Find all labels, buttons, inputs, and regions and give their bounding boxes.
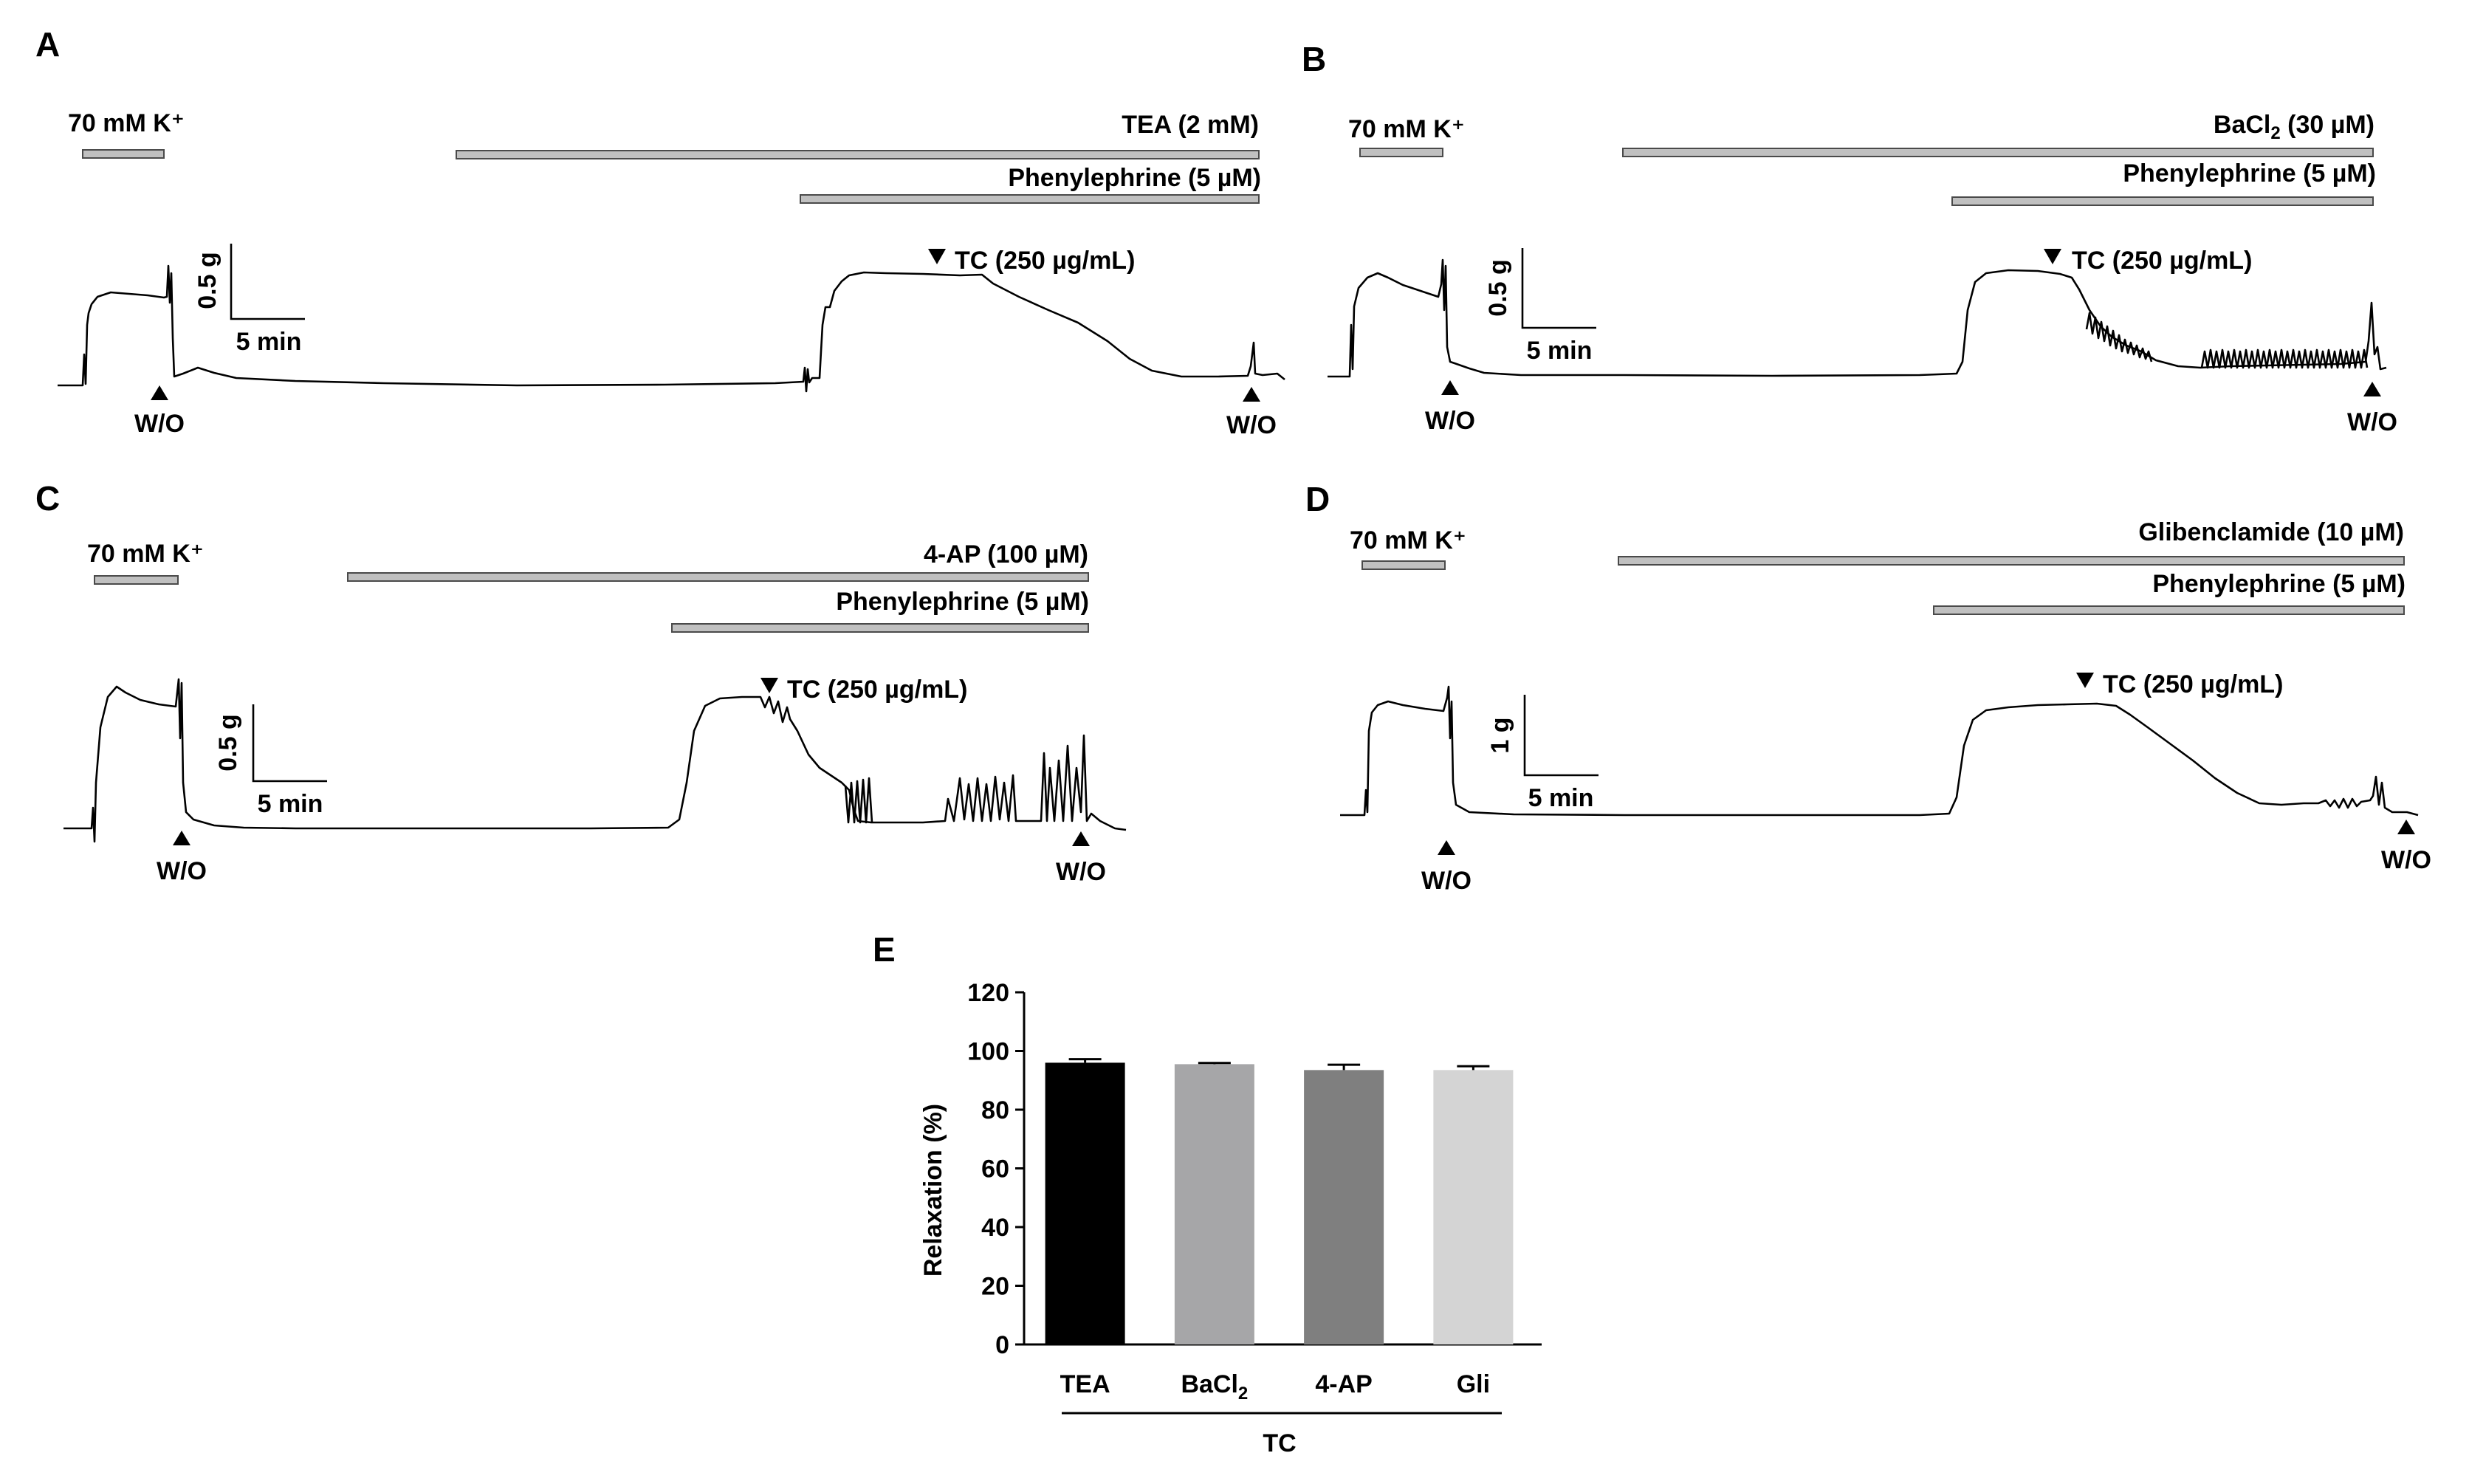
wo-arrow-b2 xyxy=(2363,382,2381,396)
wo-label-d2: W/O xyxy=(2381,846,2431,874)
phe-label-c: Phenylephrine (5 µM) xyxy=(836,588,1089,616)
k-label-b: 70 mM K⁺ xyxy=(1348,115,1465,143)
phe-bar-c xyxy=(671,623,1089,633)
phe-bar-d xyxy=(1933,605,2405,615)
panel-letter-a: A xyxy=(35,25,60,63)
wo-label-a2: W/O xyxy=(1226,411,1277,439)
scale-x-c: 5 min xyxy=(258,790,323,818)
tc-arrow-d xyxy=(2076,673,2094,688)
panel-e: E 0 20 40 60 80 100 120 TEA BaCl2 4-AP Gli Relaxa… xyxy=(873,930,1542,1457)
tc-label-d: TC (250 µg/mL) xyxy=(2103,670,2283,698)
trace-c xyxy=(63,678,1127,843)
panel-a: A 70 mM K⁺ TEA (2 mM) Phenylephrine (5 µ… xyxy=(35,25,1285,439)
scale-y-a: 0.5 g xyxy=(193,252,222,309)
bar-4-ap xyxy=(1304,1070,1384,1344)
scale-y-c: 0.5 g xyxy=(214,714,242,771)
wo-arrow-c1 xyxy=(173,831,190,845)
k-label-a: 70 mM K⁺ xyxy=(68,109,185,137)
y-axis-label: Relaxation (%) xyxy=(919,1104,947,1277)
scale-y-b: 0.5 g xyxy=(1484,259,1512,316)
tc-label-b: TC (250 µg/mL) xyxy=(2072,247,2252,275)
y-tick-label: 80 xyxy=(981,1096,1009,1124)
y-tick-label: 0 xyxy=(995,1331,1009,1359)
phe-label-d: Phenylephrine (5 µM) xyxy=(2152,570,2406,598)
x-tick-label: 4-AP xyxy=(1315,1370,1372,1398)
blocker-bar-d xyxy=(1618,556,2405,566)
y-tick-label: 120 xyxy=(967,979,1009,1007)
wo-arrow-c2 xyxy=(1072,831,1090,846)
blocker-bar-b xyxy=(1622,148,2374,157)
scale-y-d: 1 g xyxy=(1486,717,1514,753)
panel-b: B 70 mM K⁺ BaCl2 (30 µM) Phenylephrine (… xyxy=(1302,40,2397,436)
bar-bacl2 xyxy=(1174,1064,1254,1344)
phe-bar-b xyxy=(1951,196,2374,206)
tc-arrow-a xyxy=(928,249,946,264)
k-bar-a xyxy=(82,149,165,159)
k-label-c: 70 mM K⁺ xyxy=(87,540,204,568)
x-tick-label: TEA xyxy=(1060,1370,1110,1398)
tc-label-c: TC (250 µg/mL) xyxy=(787,676,967,704)
y-tick-label: 60 xyxy=(981,1155,1009,1184)
scale-bar-a xyxy=(230,244,305,320)
wo-arrow-a1 xyxy=(151,385,168,400)
wo-label-d1: W/O xyxy=(1421,867,1472,895)
trace-d xyxy=(1340,685,2419,817)
wo-arrow-a2 xyxy=(1243,387,1260,402)
tc-arrow-b xyxy=(2044,249,2061,264)
phe-bar-a xyxy=(800,194,1260,204)
scale-bar-c xyxy=(252,704,327,783)
phe-label-b: Phenylephrine (5 µM) xyxy=(2123,159,2376,188)
panel-d: D 70 mM K⁺ Glibenclamide (10 µM) Phenyle… xyxy=(1305,480,2431,895)
oscillations-c xyxy=(844,777,873,824)
panel-letter-e: E xyxy=(873,930,896,969)
phe-label-a: Phenylephrine (5 µM) xyxy=(1008,164,1261,192)
panel-letter-b: B xyxy=(1302,40,1326,78)
wo-label-c1: W/O xyxy=(157,857,207,885)
scale-bar-d xyxy=(1523,695,1599,777)
blocker-label-a: TEA (2 mM) xyxy=(1122,111,1259,139)
k-bar-b xyxy=(1359,148,1443,157)
k-bar-c xyxy=(94,575,179,585)
wo-label-b2: W/O xyxy=(2347,408,2397,436)
blocker-bar-c xyxy=(347,572,1089,582)
x-tick-label: Gli xyxy=(1457,1370,1490,1398)
bar-tea xyxy=(1045,1062,1125,1344)
x-tick-label: BaCl2 xyxy=(1181,1370,1248,1404)
tc-label-a: TC (250 µg/mL) xyxy=(955,247,1135,275)
wo-label-c2: W/O xyxy=(1056,858,1106,886)
trace-a xyxy=(58,264,1285,393)
scale-x-d: 5 min xyxy=(1528,784,1594,812)
scale-x-b: 5 min xyxy=(1527,337,1593,365)
wo-label-b1: W/O xyxy=(1425,407,1475,435)
blocker-bar-a xyxy=(456,150,1260,159)
y-tick-label: 100 xyxy=(967,1038,1009,1066)
oscillations-b xyxy=(2085,312,2369,369)
y-tick-label: 40 xyxy=(981,1214,1009,1242)
group-label: TC xyxy=(1263,1429,1296,1457)
bar-gli xyxy=(1433,1070,1514,1344)
blocker-label-c: 4-AP (100 µM) xyxy=(924,540,1088,568)
panel-c: C 70 mM K⁺ 4-AP (100 µM) Phenylephrine (… xyxy=(35,479,1127,886)
panel-letter-c: C xyxy=(35,479,60,518)
tc-arrow-c xyxy=(760,678,778,693)
k-bar-d xyxy=(1361,560,1446,570)
scale-bar-b xyxy=(1521,248,1596,329)
scale-x-a: 5 min xyxy=(236,328,302,356)
blocker-label-b: BaCl2 (30 µM) xyxy=(2214,111,2374,143)
k-label-d: 70 mM K⁺ xyxy=(1350,526,1466,554)
wo-arrow-b1 xyxy=(1441,380,1459,395)
y-tick-label: 20 xyxy=(981,1273,1009,1301)
wo-label-a1: W/O xyxy=(134,410,185,438)
chart-bars: TEA BaCl2 4-AP Gli xyxy=(1045,1058,1514,1404)
wo-arrow-d1 xyxy=(1438,840,1455,855)
wo-arrow-d2 xyxy=(2397,820,2415,834)
panel-letter-d: D xyxy=(1305,480,1330,518)
blocker-label-d: Glibenclamide (10 µM) xyxy=(2138,518,2404,546)
